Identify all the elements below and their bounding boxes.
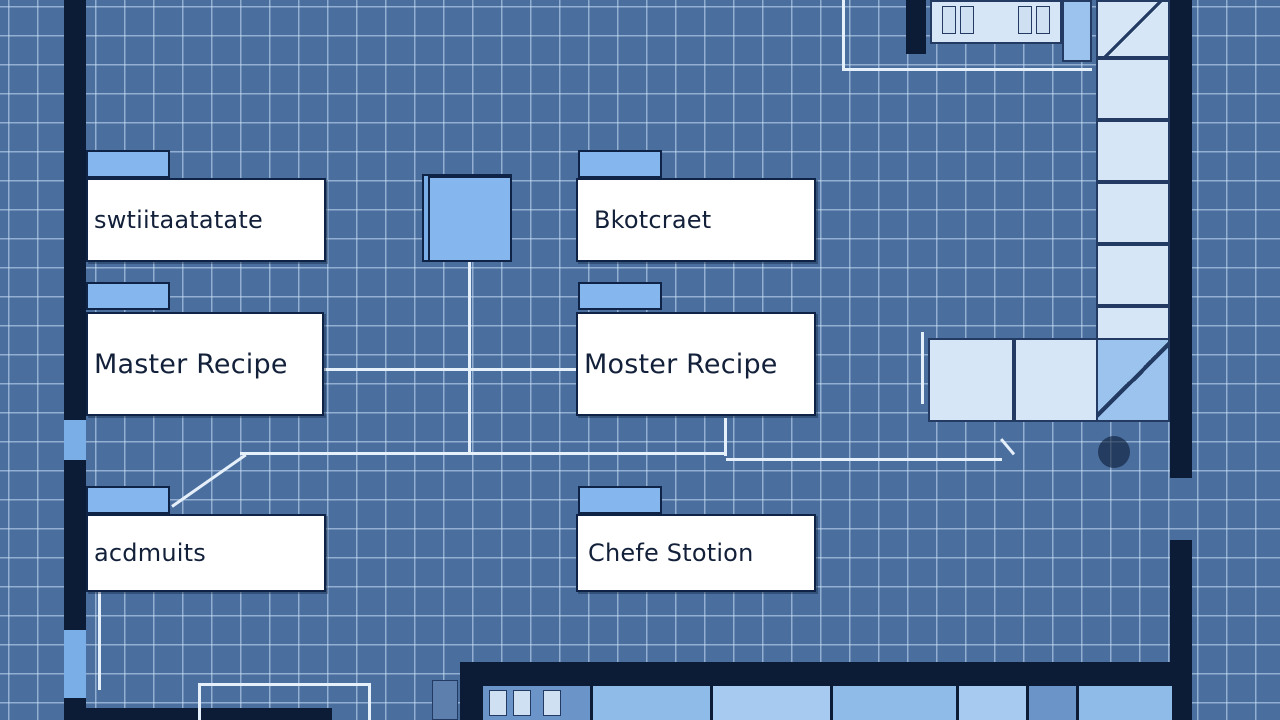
connector-right-drop [724, 418, 727, 456]
card-tab [578, 150, 662, 178]
cabinet-slot [1036, 6, 1050, 34]
island-counter-middle [1014, 338, 1098, 422]
left-wall-middle [64, 460, 86, 630]
cabinet-slot [1018, 6, 1032, 34]
right-shadow [1098, 436, 1130, 468]
bottom-room-wall-left [460, 662, 480, 720]
bottom-fixture [432, 680, 458, 720]
card-label: Master Recipe [94, 348, 288, 380]
top-wall-stub [906, 0, 926, 54]
cabinet-slot [942, 6, 956, 34]
central-block [428, 176, 512, 262]
shelf-item [489, 690, 507, 716]
cabinet-slot [960, 6, 974, 34]
bottom-room-panel [710, 686, 830, 720]
counter-segment [1096, 182, 1170, 244]
left-wall-bottom [64, 698, 86, 720]
card-tab [578, 486, 662, 514]
island-counter-left [928, 338, 1014, 422]
shelf-item [543, 690, 561, 716]
right-wall [1170, 0, 1192, 478]
top-outline-left [842, 0, 845, 70]
bottom-room-shelf [480, 686, 590, 720]
top-appliance [1062, 0, 1092, 62]
left-window-2 [64, 630, 86, 698]
counter-segment [1096, 306, 1170, 342]
card-label: acdmuits [94, 539, 206, 567]
card-tab [86, 282, 170, 310]
card-tab [86, 486, 170, 514]
card-label: swtiitaatatate [94, 206, 263, 234]
counter-segment [1096, 58, 1170, 120]
island-marker [921, 332, 924, 404]
card-tab [86, 150, 170, 178]
counter-segment [1096, 120, 1170, 182]
connector-horizontal-right [726, 458, 1002, 461]
card-label: Moster Recipe [584, 348, 778, 380]
left-window-1 [64, 420, 86, 460]
card-mid-left[interactable]: Master Recipe [86, 312, 324, 416]
top-outline-bottom [842, 68, 1092, 71]
card-mid-right[interactable]: Moster Recipe [576, 312, 816, 416]
bottom-room-wall-top [460, 662, 1192, 686]
shelf-item [513, 690, 531, 716]
stair-top [1096, 0, 1170, 58]
card-label: Bkotcraet [594, 206, 712, 234]
card-label: Chefe Stotion [588, 539, 754, 567]
connector-left-vertical [98, 590, 101, 690]
card-bottom-right[interactable]: Chefe Stotion [576, 514, 816, 592]
bottom-room-panel [830, 686, 956, 720]
connector-vertical-center [468, 262, 471, 454]
bottom-left-wall [86, 708, 332, 720]
card-bottom-left[interactable]: acdmuits [86, 514, 326, 592]
connector-horizontal-main [240, 452, 726, 455]
island-counter-corner [1096, 338, 1170, 422]
bottom-room-panel [1026, 686, 1076, 720]
card-top-left[interactable]: swtiitaatatate [86, 178, 326, 262]
bottom-room-panel [956, 686, 1026, 720]
connector-bottom-box-right [368, 683, 371, 720]
counter-segment [1096, 244, 1170, 306]
bottom-room-panel [590, 686, 710, 720]
left-wall-upper [64, 0, 86, 420]
right-wall-lower [1170, 540, 1192, 720]
connector-bottom-box-left [198, 683, 201, 720]
connector-bottom-box [198, 683, 370, 686]
connector-diagonal [171, 453, 247, 508]
bottom-room-panel [1076, 686, 1172, 720]
card-top-right[interactable]: Bkotcraet [576, 178, 816, 262]
top-cabinet [930, 0, 1062, 44]
card-tab [578, 282, 662, 310]
connector-to-island [1000, 438, 1016, 456]
connector-master-recipe [324, 368, 578, 371]
